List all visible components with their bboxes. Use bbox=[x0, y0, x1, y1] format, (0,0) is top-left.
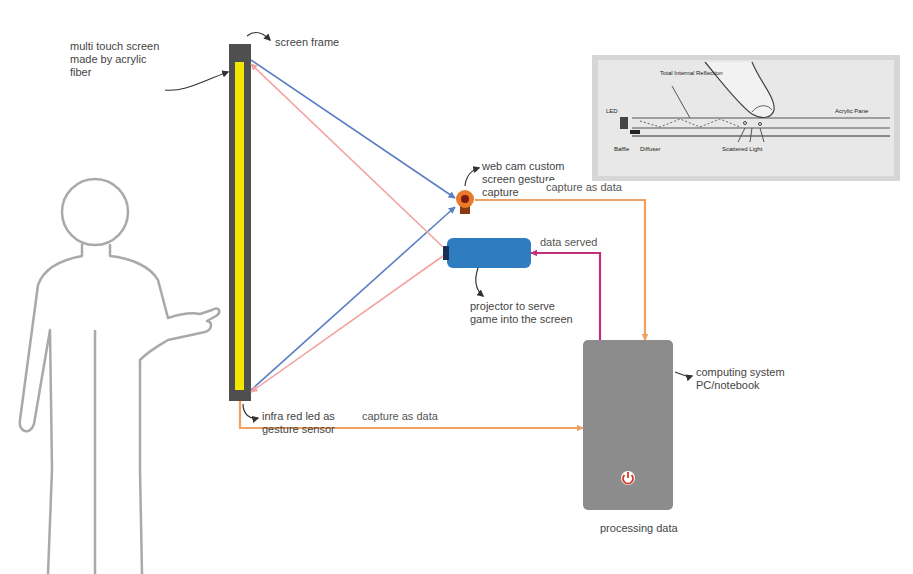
connector-arrow bbox=[251, 207, 455, 390]
inset-label: Baffle bbox=[614, 146, 629, 153]
connector-arrow bbox=[531, 253, 600, 340]
webcam-node: web cam custom screen gesture capture bbox=[455, 189, 475, 215]
computer-symbol bbox=[583, 340, 673, 510]
screen-frame bbox=[229, 44, 251, 401]
callout-text: computing system PC/notebook bbox=[696, 366, 806, 392]
connector-arrow bbox=[251, 64, 443, 247]
callout-text: projector to serve game into the screen bbox=[470, 300, 580, 326]
connector-arrow bbox=[251, 256, 443, 392]
inset-label: Total Internal Reflection bbox=[660, 70, 723, 77]
inset-ftir-illustration bbox=[592, 55, 900, 181]
connector-label: data served bbox=[538, 236, 599, 249]
connector-label: capture as data bbox=[360, 410, 440, 423]
computer-node: computing system PC/notebookprocessing d… bbox=[583, 340, 673, 510]
callout-text: screen frame bbox=[275, 36, 375, 49]
inset-label: Scattered Light bbox=[722, 146, 762, 153]
callout-text: processing data bbox=[600, 522, 710, 535]
connector-label: capture as data bbox=[544, 181, 624, 194]
projector-symbol bbox=[443, 238, 531, 268]
inset-label: Diffuser bbox=[640, 146, 661, 153]
callout-text: infra red led as gesture sensor bbox=[262, 410, 362, 436]
acrylic-screen bbox=[235, 62, 244, 390]
inset-label: Acrylic Pane bbox=[835, 108, 868, 115]
projector-node: projector to serve game into the screen bbox=[443, 238, 531, 268]
inset-label: LED bbox=[606, 108, 618, 115]
callout-text: multi touch screen made by acrylic fiber bbox=[70, 40, 170, 79]
webcam-symbol bbox=[456, 190, 474, 214]
connector-arrow bbox=[251, 60, 455, 198]
screen-node: multi touch screen made by acrylic fiber… bbox=[229, 44, 251, 401]
person-outline bbox=[20, 179, 219, 574]
